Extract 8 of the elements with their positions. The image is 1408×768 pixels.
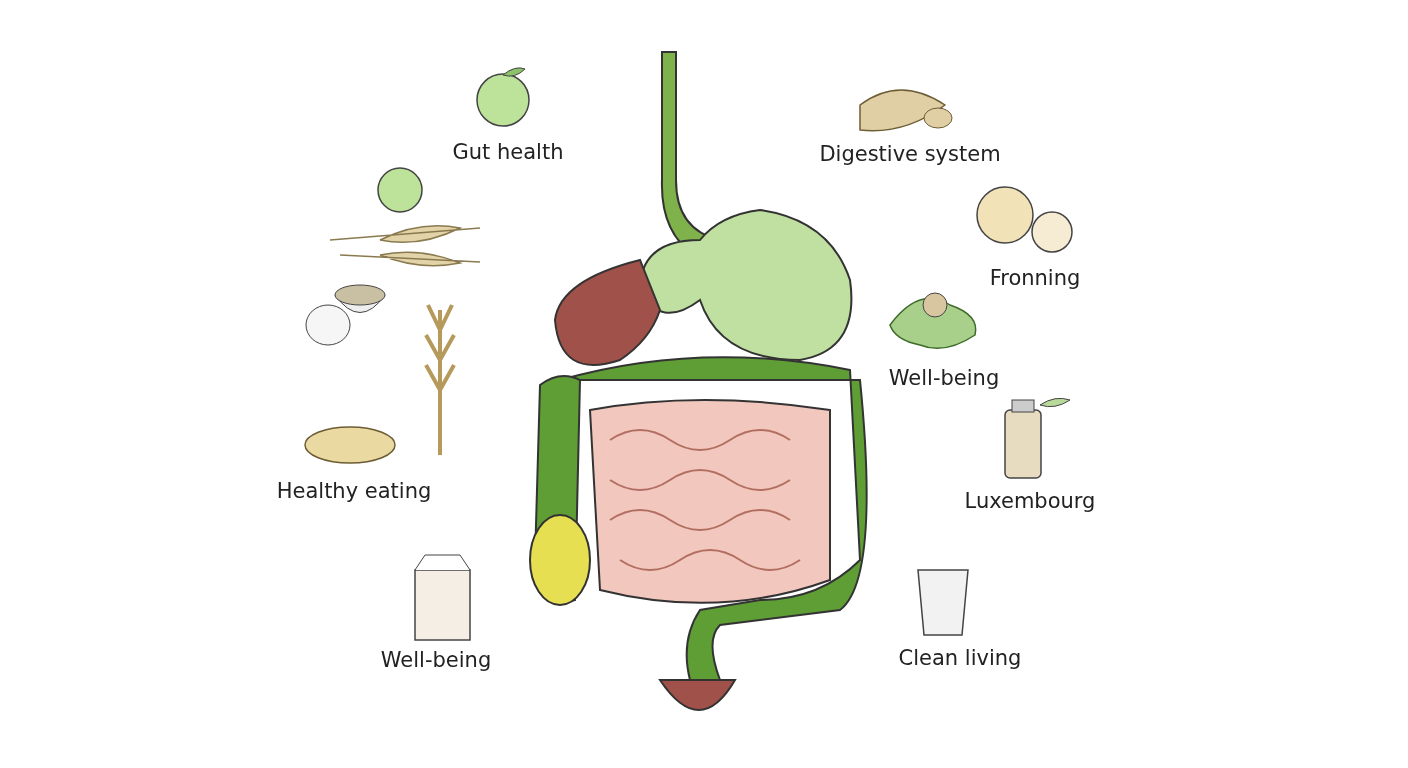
caption-text: Well-being (888, 366, 1000, 390)
caption-text: Digestive system (819, 142, 1001, 166)
caption-text: Healthy eating (276, 479, 432, 503)
caption-text: Fronning (989, 266, 1081, 290)
caption-text: Clean living (898, 646, 1022, 670)
caption-text: Gut health (452, 140, 564, 164)
caption-text: Well-being (380, 648, 492, 672)
caption-text: Luxembourg (964, 489, 1096, 513)
